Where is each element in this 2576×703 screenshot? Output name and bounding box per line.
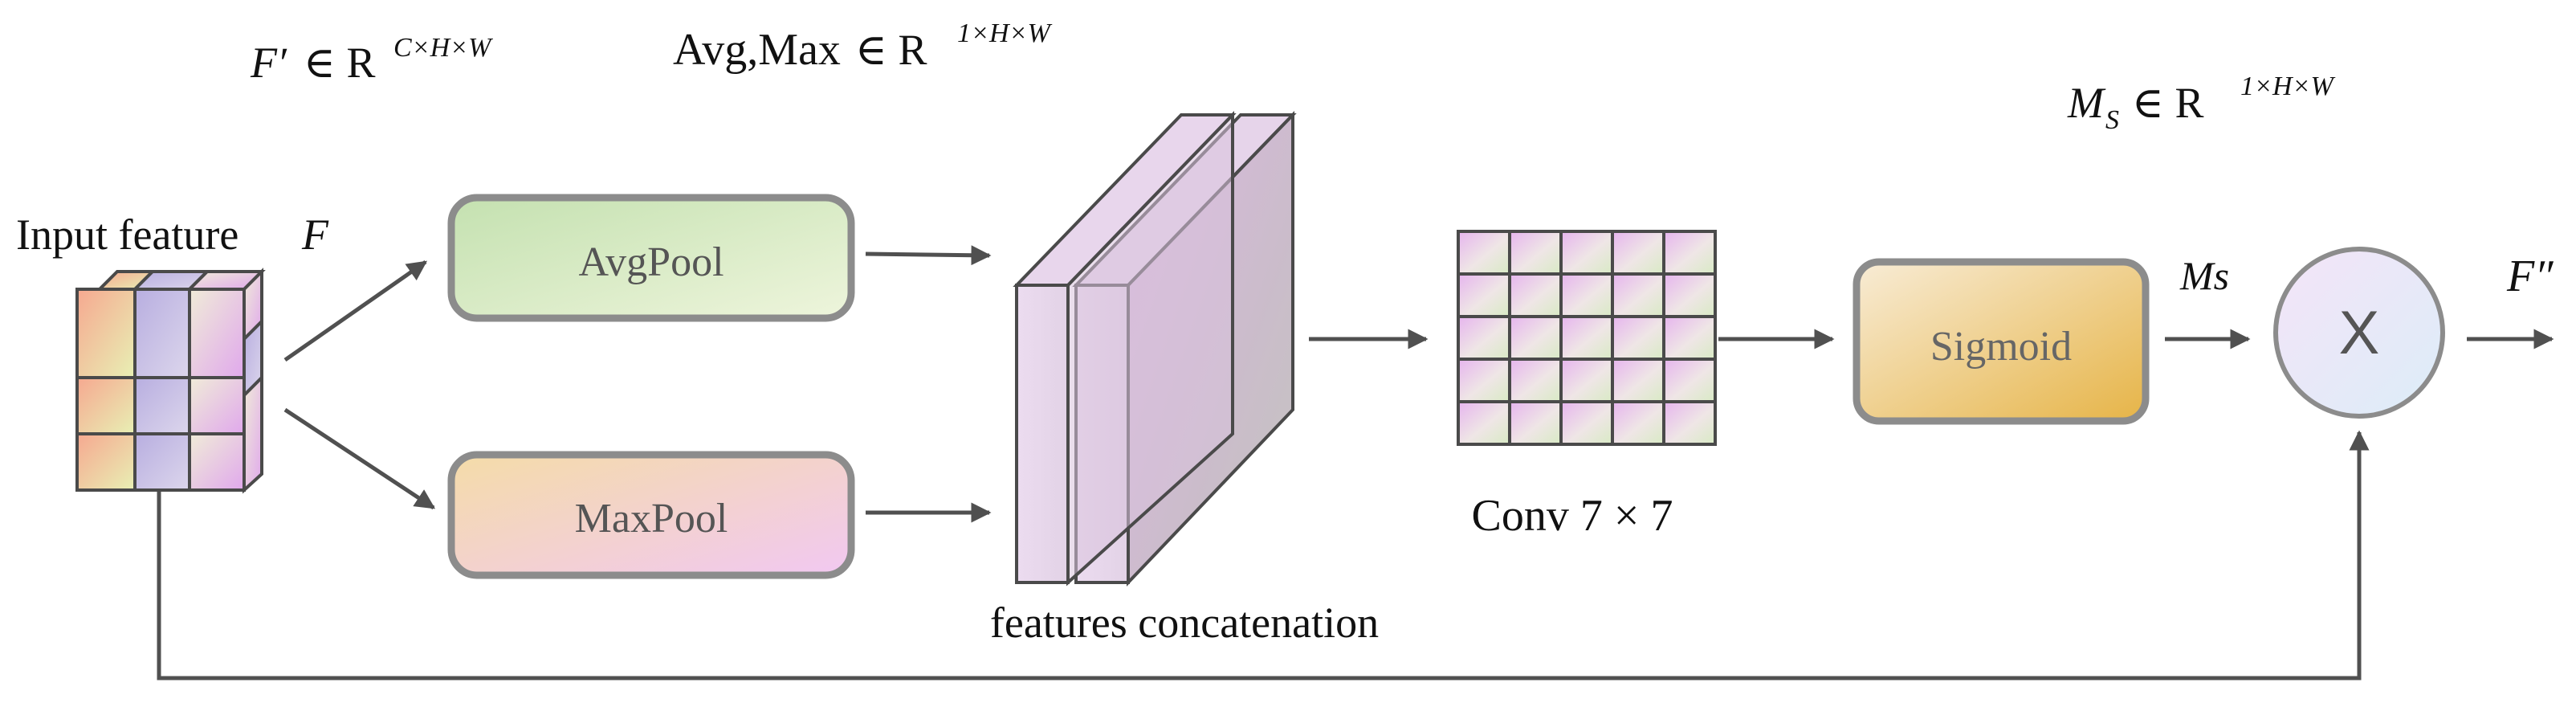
input-feature-var: F — [301, 210, 329, 259]
conv-label: Conv 7 × 7 — [1472, 491, 1673, 541]
f-prime-set: ∈ R — [304, 39, 376, 87]
skip-connection-arrow — [157, 430, 2370, 681]
avgpool-box: AvgPool — [447, 194, 855, 322]
maxpool-box: MaxPool — [447, 451, 855, 579]
output-var: F″ — [2506, 251, 2554, 301]
ms-set: ∈ R — [2132, 79, 2204, 127]
ms-arrow-label: Ms — [2179, 253, 2229, 298]
multiply-symbol: X — [2339, 299, 2380, 367]
conv-cell — [1611, 230, 1665, 276]
conv-cell — [1508, 315, 1563, 361]
f-prime-var: F′ — [250, 39, 287, 87]
sigmoid-label: Sigmoid — [1930, 324, 2072, 370]
maxpool-label: MaxPool — [575, 496, 728, 542]
conv-cell — [1559, 315, 1614, 361]
avgmax-sup: 1×H×W — [957, 18, 1052, 48]
f-prime-sup: C×H×W — [393, 33, 493, 63]
ms-sup: 1×H×W — [2240, 72, 2335, 101]
ms-var: M — [2067, 79, 2106, 127]
ms-label: M S ∈ R 1×H×W — [2067, 72, 2335, 135]
avgmax-set: ∈ R — [855, 26, 927, 74]
multiply-node: X — [2273, 247, 2445, 419]
conv-cell — [1662, 230, 1717, 276]
arrow-avgpool-to-concat — [865, 245, 992, 266]
conv-cell — [1611, 358, 1665, 403]
arrow-to-maxpool — [283, 407, 436, 510]
sigmoid-box: Sigmoid — [1853, 258, 2150, 425]
conv-cell — [1662, 400, 1717, 446]
arrow-to-avgpool — [283, 260, 428, 362]
conv-cell — [1559, 230, 1614, 276]
conv-cell — [1662, 358, 1717, 403]
input-feature-text: Input feature — [16, 210, 238, 259]
conv-cell — [1559, 358, 1614, 403]
avgpool-label: AvgPool — [578, 239, 723, 285]
avgmax-text: Avg,Max — [673, 25, 841, 75]
avgmax-label: Avg,Max ∈ R 1×H×W — [673, 18, 1052, 75]
concatenated-feature-plates — [1013, 111, 1297, 587]
ms-sub: S — [2105, 105, 2119, 135]
front-plate-side — [1015, 284, 1070, 584]
conv-cell — [1611, 315, 1665, 361]
features-concat-label: features concatenation — [990, 599, 1379, 647]
conv-cell — [1508, 400, 1563, 446]
f-prime-label: F′ ∈ R C×H×W — [250, 33, 493, 87]
conv-cell — [1457, 315, 1511, 361]
conv-cell — [1559, 400, 1614, 446]
conv-cell — [1611, 400, 1665, 446]
conv-cell — [1559, 272, 1614, 318]
conv-cell — [1457, 272, 1511, 318]
conv-grid — [1457, 230, 1717, 446]
conv-cell — [1662, 315, 1717, 361]
conv-cell — [1457, 400, 1511, 446]
input-feature-label: Input feature F — [16, 210, 329, 259]
conv-cell — [1508, 272, 1563, 318]
conv-cell — [1457, 358, 1511, 403]
conv-cell — [1508, 230, 1563, 276]
input-feature-cube — [75, 268, 266, 494]
conv-cell — [1611, 272, 1665, 318]
conv-cell — [1662, 272, 1717, 318]
conv-cell — [1457, 230, 1511, 276]
conv-cell — [1508, 358, 1563, 403]
